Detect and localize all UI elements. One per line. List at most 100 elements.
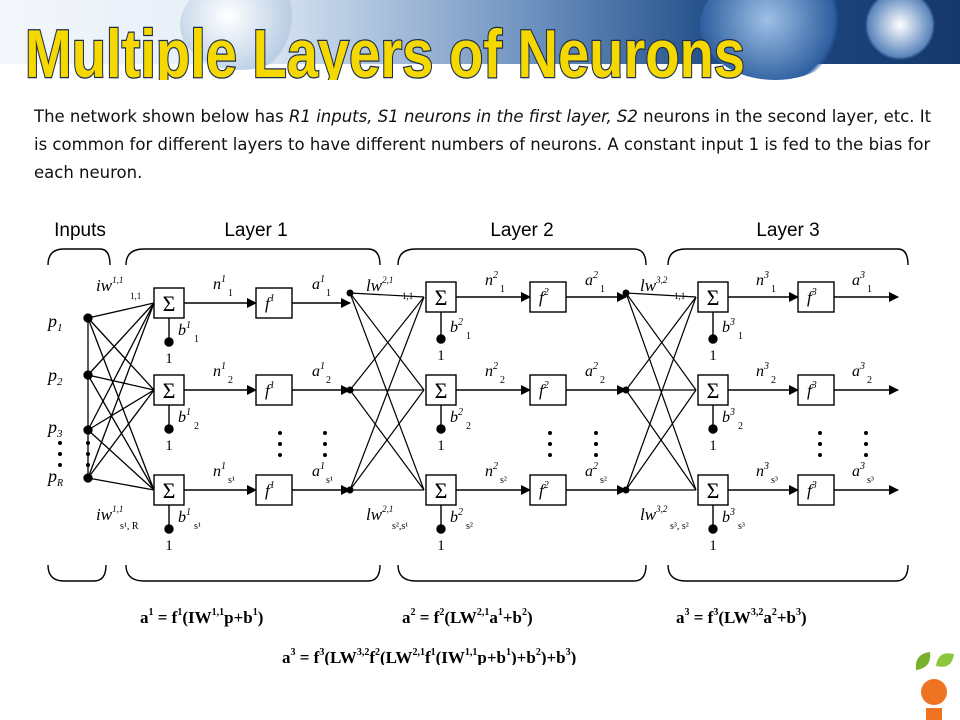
- slide-title-graphic: Multiple Layers of Neurons: [24, 15, 747, 80]
- net-input-sub: 2: [500, 375, 505, 386]
- header-brackets: [47, 248, 909, 266]
- net-input-sub: s³: [771, 475, 778, 486]
- intro-text-2: neurons in the second layer, etc. It is …: [34, 107, 932, 182]
- bias-label: b1: [178, 407, 191, 426]
- transfer-box: [797, 474, 835, 506]
- output-sub: s¹: [326, 475, 333, 486]
- summer-symbol: Σ: [707, 478, 720, 503]
- net-input-label: n3: [756, 461, 769, 480]
- layer3-neuron-1: [697, 281, 899, 344]
- intro-paragraph: The network shown below has R1 inputs, S…: [34, 103, 934, 187]
- layer3-weight-bottom: lw3,2: [640, 504, 668, 524]
- input-label-p1: p1: [46, 311, 63, 334]
- transfer-box: [529, 374, 567, 406]
- transfer-box: [797, 281, 835, 313]
- transfer-label: f3: [807, 287, 817, 307]
- bias-input-1: 1: [165, 351, 173, 367]
- output-sub: 1: [867, 284, 872, 295]
- output-label: a2: [585, 361, 598, 380]
- equation-layer1: a1 = f1(IW1,1p+b1): [140, 607, 263, 627]
- layer1-neuron-2: [153, 374, 351, 434]
- output-label: a1: [312, 461, 325, 480]
- sprout-logo-icon: [915, 652, 954, 720]
- ornament-1: [180, 0, 300, 70]
- header-inputs: Inputs: [54, 220, 106, 241]
- layer2: lw2,1 1,1 lw2,1 s²,s¹ Σ f2 n2 1 a2 1 b2 …: [366, 270, 627, 554]
- bias-sub: 1: [466, 331, 471, 342]
- summer-box: [697, 474, 729, 506]
- footer-brackets: [47, 564, 909, 582]
- header-banner: [0, 0, 960, 80]
- output-sub: s³: [867, 475, 874, 486]
- header-layer3: Layer 3: [756, 220, 819, 241]
- transfer-label: f2: [539, 287, 549, 307]
- equation-layer3: a3 = f3(LW3,2a2+b3): [676, 607, 807, 627]
- equation-layer2: a2 = f2(LW2,1a1+b2): [402, 607, 533, 627]
- transfer-label: f2: [539, 480, 549, 500]
- output-label: a3: [852, 270, 865, 289]
- layer3-neuron-s3: [697, 474, 899, 534]
- bias-input-1: 1: [165, 438, 173, 454]
- bias-sub: s³: [738, 521, 745, 532]
- input-ellipsis: [58, 441, 90, 467]
- summer-box: [153, 287, 185, 319]
- transfer-label: f1: [265, 293, 275, 313]
- bias-sub: 1: [738, 331, 743, 342]
- output-sub: 2: [600, 375, 605, 386]
- input-label-p3: p3: [46, 417, 63, 440]
- transfer-label: f1: [265, 380, 275, 400]
- output-label: a2: [585, 461, 598, 480]
- layer1-weight-top-sub: 1,1: [130, 291, 141, 301]
- transfer-box: [255, 374, 293, 406]
- bias-label: b1: [178, 507, 191, 526]
- net-input-label: n1: [213, 361, 226, 380]
- net-input-sub: 2: [771, 375, 776, 386]
- transfer-box: [255, 287, 293, 319]
- equation-composite: a3 = f3(LW3,2f2(LW2,1f1(IW1,1p+b1)+b2)+b…: [282, 647, 576, 665]
- net-input-sub: 1: [500, 284, 505, 295]
- bias-label: b1: [178, 320, 191, 339]
- layer2-neuron-2: [425, 374, 627, 434]
- transfer-label: f3: [807, 480, 817, 500]
- input-weights-fanout: [87, 302, 155, 491]
- transfer-label: f2: [539, 380, 549, 400]
- bias-label: b3: [722, 407, 735, 426]
- bias-input-1: 1: [709, 538, 717, 554]
- net-input-sub: s¹: [228, 475, 235, 486]
- bias-input-1: 1: [437, 348, 445, 364]
- layer1-weight-top: iw1,1: [96, 275, 123, 295]
- bias-sub: 2: [466, 421, 471, 432]
- equations: a1 = f1(IW1,1p+b1) a2 = f2(LW2,1a1+b2) a…: [140, 607, 807, 665]
- header-layer2: Layer 2: [490, 220, 553, 241]
- bias-input-1: 1: [437, 538, 445, 554]
- ornament-3: [860, 0, 940, 60]
- layer1-neuron-s1: [153, 474, 351, 534]
- layer2-weight-bottom: lw2,1: [366, 504, 393, 524]
- output-label: a1: [312, 274, 325, 293]
- bias-label: b2: [450, 407, 463, 426]
- layer3-weight-top: lw3,2: [640, 275, 668, 295]
- summer-symbol: Σ: [435, 478, 448, 503]
- summer-symbol: Σ: [707, 378, 720, 403]
- layer3-weights-fanout: [625, 292, 697, 491]
- summer-box: [425, 374, 457, 406]
- output-sub: 2: [326, 375, 331, 386]
- net-input-label: n1: [213, 274, 226, 293]
- summer-symbol: Σ: [163, 291, 176, 316]
- bias-label: b3: [722, 317, 735, 336]
- layer1-weight-bottom-sub: s¹, R: [120, 521, 139, 532]
- net-input-sub: 1: [771, 284, 776, 295]
- output-sub: 1: [600, 284, 605, 295]
- layer3-weight-top-sub: 1,1: [674, 291, 685, 301]
- bias-label: b2: [450, 317, 463, 336]
- output-label: a2: [585, 270, 598, 289]
- summer-symbol: Σ: [163, 378, 176, 403]
- transfer-box: [797, 374, 835, 406]
- summer-symbol: Σ: [435, 285, 448, 310]
- layer2-weight-top: lw2,1: [366, 275, 393, 295]
- bias-input-1: 1: [709, 348, 717, 364]
- output-label: a1: [312, 361, 325, 380]
- bias-sub: s¹: [194, 521, 201, 532]
- net-input-sub: 1: [228, 288, 233, 299]
- output-sub: 1: [326, 288, 331, 299]
